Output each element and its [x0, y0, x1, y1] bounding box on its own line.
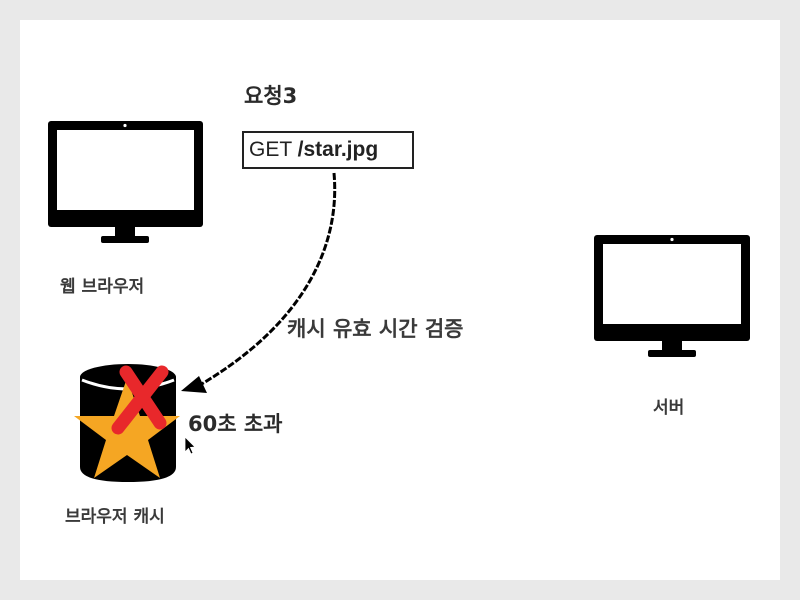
- server-label: 서버: [653, 398, 685, 418]
- request-line-box: GET /star.jpg: [242, 131, 414, 169]
- server-monitor-icon: [594, 235, 750, 357]
- cache-validation-label: 캐시 유효 시간 검증: [287, 317, 464, 341]
- star-icon: [74, 378, 180, 478]
- browser-monitor-icon: [48, 121, 203, 243]
- cache-label: 브라우저 캐시: [65, 507, 165, 527]
- mouse-cursor-icon: [184, 436, 196, 455]
- request-title: 요청3: [244, 84, 298, 108]
- request-path: /star.jpg: [297, 138, 379, 161]
- red-x-icon: [111, 365, 169, 435]
- request-arrow: [181, 172, 337, 393]
- expired-label: 60초 초과: [188, 412, 283, 436]
- browser-label: 웹 브라우저: [60, 277, 145, 297]
- request-method: GET: [249, 138, 292, 161]
